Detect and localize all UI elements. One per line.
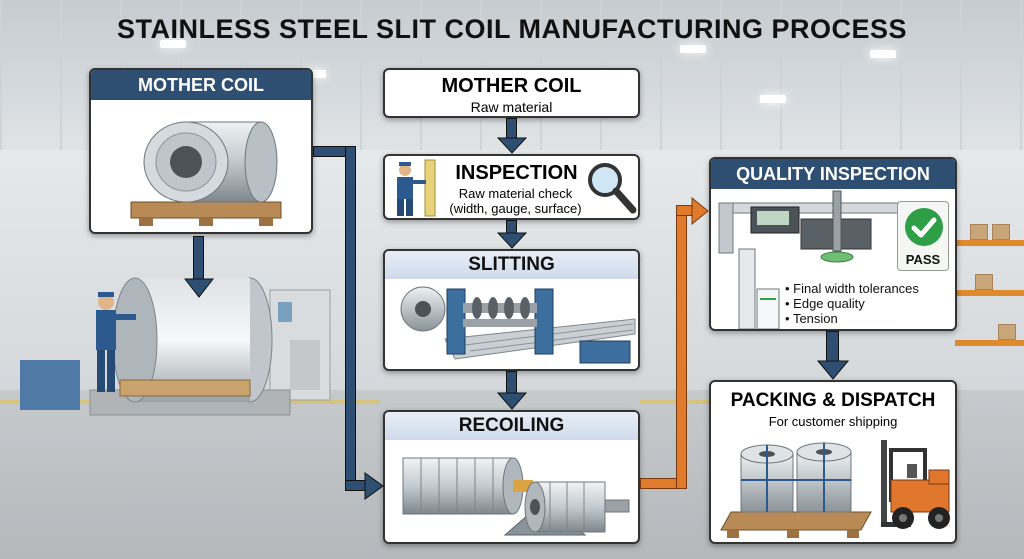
ceiling-light bbox=[870, 50, 896, 58]
ceiling-light bbox=[680, 45, 706, 53]
forklift-icon bbox=[881, 440, 950, 529]
step-slitting-title: SLITTING bbox=[385, 251, 638, 279]
arrow-left-to-recoil-v bbox=[345, 146, 356, 491]
floor-lane bbox=[640, 400, 710, 404]
quality-bullets: • Final width tolerances • Edge quality … bbox=[785, 281, 919, 326]
quality-bullet: • Edge quality bbox=[785, 296, 865, 311]
quality-bullet: • Final width tolerances bbox=[785, 281, 919, 296]
shelf bbox=[955, 340, 1024, 346]
arrow-left-down bbox=[193, 236, 204, 281]
pallet-icon bbox=[720, 442, 872, 538]
page-title: STAINLESS STEEL SLIT COIL MANUFACTURING … bbox=[116, 14, 908, 44]
step-recoiling: RECOILING bbox=[383, 410, 640, 544]
shelf bbox=[955, 290, 1024, 296]
carton bbox=[975, 274, 993, 290]
step-mother-coil-title: MOTHER COIL bbox=[441, 75, 582, 97]
arrow-orange-v bbox=[676, 205, 687, 489]
arrow-head bbox=[817, 360, 849, 380]
step-mother-coil: MOTHER COIL Raw material bbox=[383, 68, 640, 118]
arrow-head bbox=[497, 232, 527, 249]
carton bbox=[998, 324, 1016, 340]
worker-icon bbox=[397, 159, 436, 217]
arrow-head bbox=[497, 137, 527, 154]
step-recoiling-title: RECOILING bbox=[385, 412, 638, 440]
arrow-head bbox=[691, 197, 709, 225]
slitter-machine-icon bbox=[400, 286, 636, 364]
step-quality-inspection: QUALITY INSPECTION PASS • Final width to… bbox=[709, 157, 957, 331]
caliper-icon bbox=[718, 190, 900, 329]
coil-machine-scene bbox=[20, 277, 331, 416]
ceiling-light bbox=[760, 95, 786, 103]
carton bbox=[970, 224, 988, 240]
arrow-head bbox=[497, 392, 527, 410]
pass-badge: PASS bbox=[897, 201, 949, 271]
mother-coil-card: MOTHER COIL bbox=[89, 68, 313, 234]
step-packing-subtitle: For customer shipping bbox=[768, 414, 898, 429]
coil-icon bbox=[130, 121, 282, 226]
arrow-head bbox=[364, 472, 384, 500]
quality-bullet: • Tension bbox=[785, 311, 838, 326]
step-slitting: SLITTING bbox=[383, 249, 640, 371]
step-packing-title: PACKING & DISPATCH bbox=[730, 390, 936, 411]
step-packing-dispatch: PACKING & DISPATCH For customer shipping bbox=[709, 380, 957, 544]
arrow-head bbox=[184, 278, 214, 298]
mother-coil-card-header: MOTHER COIL bbox=[91, 70, 311, 100]
ceiling-light bbox=[300, 70, 326, 78]
step-inspection-title: INSPECTION bbox=[455, 162, 578, 184]
carton bbox=[992, 224, 1010, 240]
step-mother-coil-subtitle: Raw material bbox=[470, 99, 553, 115]
step-inspection: INSPECTION Raw material check (width, ga… bbox=[383, 154, 640, 220]
arrow-quality-to-packing bbox=[826, 331, 839, 363]
step-quality-title: QUALITY INSPECTION bbox=[711, 159, 955, 189]
pass-label: PASS bbox=[905, 252, 941, 267]
magnifier-icon bbox=[588, 163, 637, 214]
ceiling-light bbox=[160, 40, 186, 48]
shelf bbox=[955, 240, 1024, 246]
checkmark-icon bbox=[905, 208, 943, 246]
step-inspection-line1: Raw material check bbox=[458, 186, 573, 201]
recoiler-icon bbox=[402, 457, 630, 536]
step-inspection-line2: (width, gauge, surface) bbox=[449, 201, 582, 216]
